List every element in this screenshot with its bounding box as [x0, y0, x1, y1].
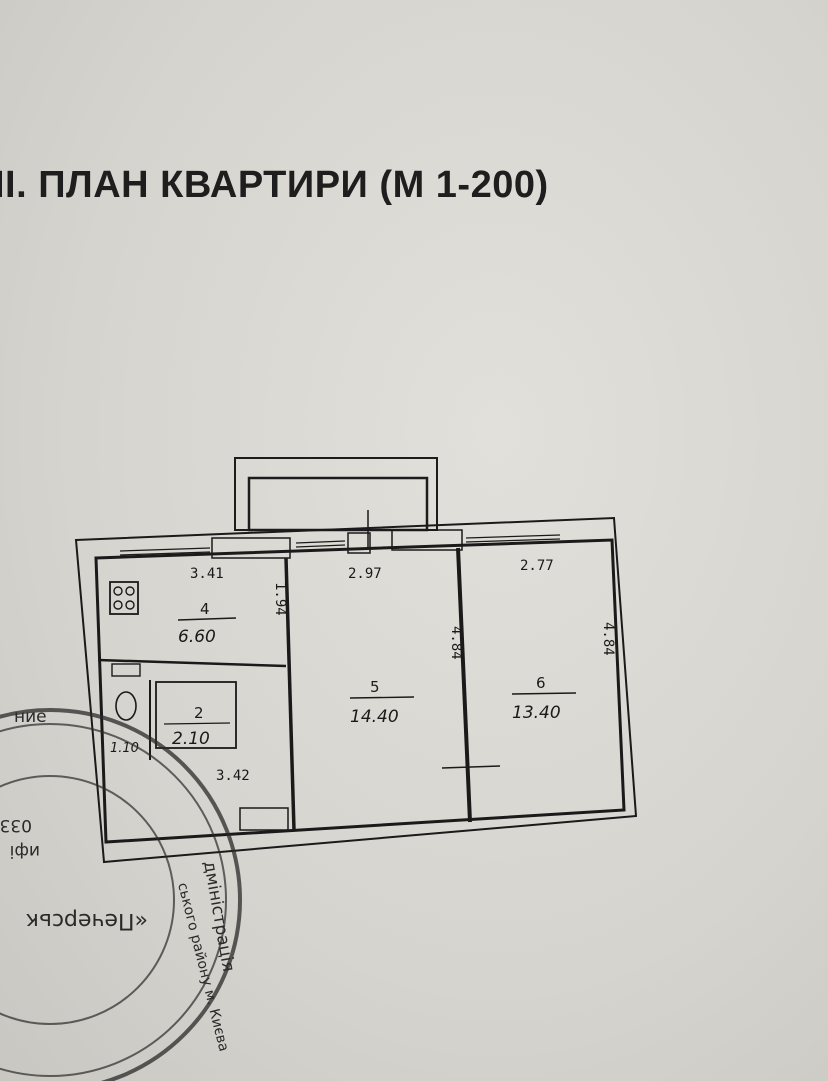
room-6-area: 13.40	[512, 703, 561, 723]
room-5-width-label: 2.97	[348, 566, 382, 582]
room-5-area: 14.40	[350, 707, 399, 727]
stove-icon	[109, 581, 139, 615]
kitchen-depth-label: 1.94	[272, 582, 288, 616]
room-2-number: 2	[194, 704, 204, 722]
balcony	[234, 457, 438, 532]
room-6-label: 6 13.40	[511, 674, 577, 723]
stamp-name: «Печерськ	[26, 908, 148, 933]
toilet-icon	[111, 663, 141, 721]
room-5-depth-label: 4.84	[448, 626, 464, 660]
stamp-fragment-top: ние	[14, 707, 47, 727]
room-6-number: 6	[536, 674, 546, 692]
room-5-label: 5 14.40	[349, 678, 415, 727]
stamp-fragment-word: ифі	[10, 841, 40, 861]
room-2-label: 2 2.10	[163, 704, 231, 749]
room-2-area: 2.10	[172, 729, 210, 749]
outer-walls	[74, 516, 638, 864]
room-6-depth-label: 4.84	[600, 622, 616, 656]
official-stamp: ние 033 ифі «Печерськ дміністрація ськог…	[0, 707, 242, 1081]
interior-walls	[97, 510, 501, 831]
page-title: ІІ. ПЛАН КВАРТИРИ (М 1-200)	[0, 164, 549, 206]
room-1-area: 1.10	[110, 741, 139, 756]
bathroom-width-label: 3.42	[216, 768, 250, 784]
room-4-number: 4	[200, 600, 210, 618]
kitchen-width-label: 3.41	[190, 566, 224, 582]
room-5-number: 5	[370, 678, 380, 696]
stamp-fragment-number: 033	[0, 815, 32, 835]
room-4-area: 6.60	[178, 627, 216, 647]
room-4-label: 4 6.60	[177, 600, 237, 647]
room-6-width-label: 2.77	[520, 558, 554, 574]
